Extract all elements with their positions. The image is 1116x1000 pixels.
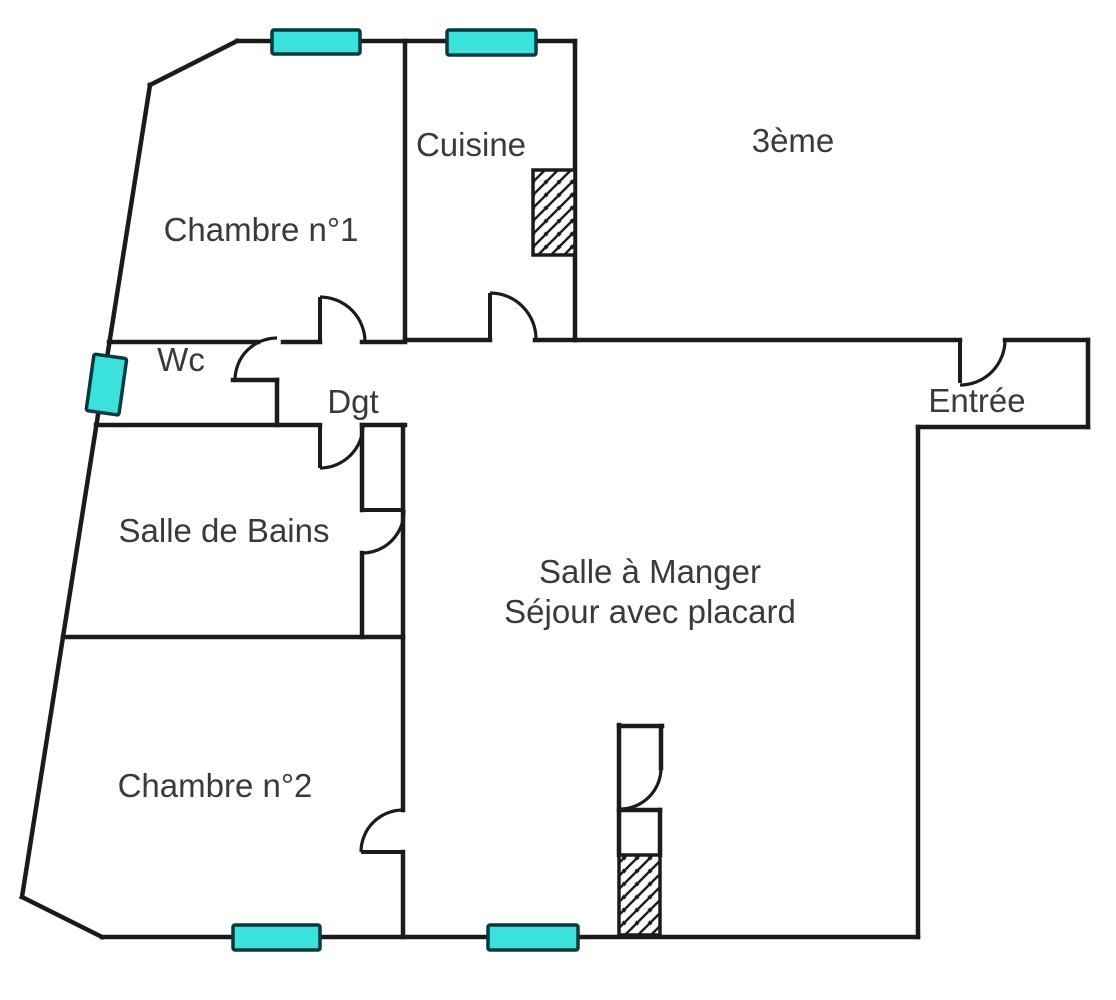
room-label-sejour-line1: Salle à Manger — [539, 552, 761, 590]
duct-hatch-cuisine — [531, 168, 577, 257]
room-label-sejour: Salle à Manger Séjour avec placard — [504, 552, 796, 633]
room-label-cuisine: Cuisine — [415, 125, 527, 163]
room-label-chambre2: Chambre n°2 — [117, 766, 313, 804]
window-chambre2 — [231, 923, 322, 952]
interior-walls — [60, 38, 665, 940]
room-label-entree: Entrée — [928, 381, 1026, 419]
door-entree — [958, 339, 1007, 387]
door-chambre1 — [318, 295, 367, 343]
window-wc — [84, 352, 129, 417]
door-placard-sejour — [361, 508, 406, 555]
door-placard-column — [619, 767, 663, 811]
door-salle-de-bains — [318, 424, 365, 470]
duct-hatch-sejour — [617, 853, 662, 937]
door-wc — [233, 336, 278, 381]
door-chambre2 — [359, 808, 404, 854]
door-cuisine — [488, 291, 538, 341]
room-label-sejour-line2: Séjour avec placard — [504, 593, 796, 630]
floor-label: 3ème — [751, 121, 835, 159]
room-label-salle-de-bains: Salle de Bains — [118, 511, 330, 549]
room-label-chambre1: Chambre n°1 — [163, 210, 359, 248]
room-label-wc: Wc — [157, 340, 205, 378]
window-chambre1 — [270, 28, 362, 56]
window-cuisine — [445, 28, 538, 57]
window-sejour — [486, 923, 580, 952]
room-label-degagement: Dgt — [327, 382, 379, 420]
